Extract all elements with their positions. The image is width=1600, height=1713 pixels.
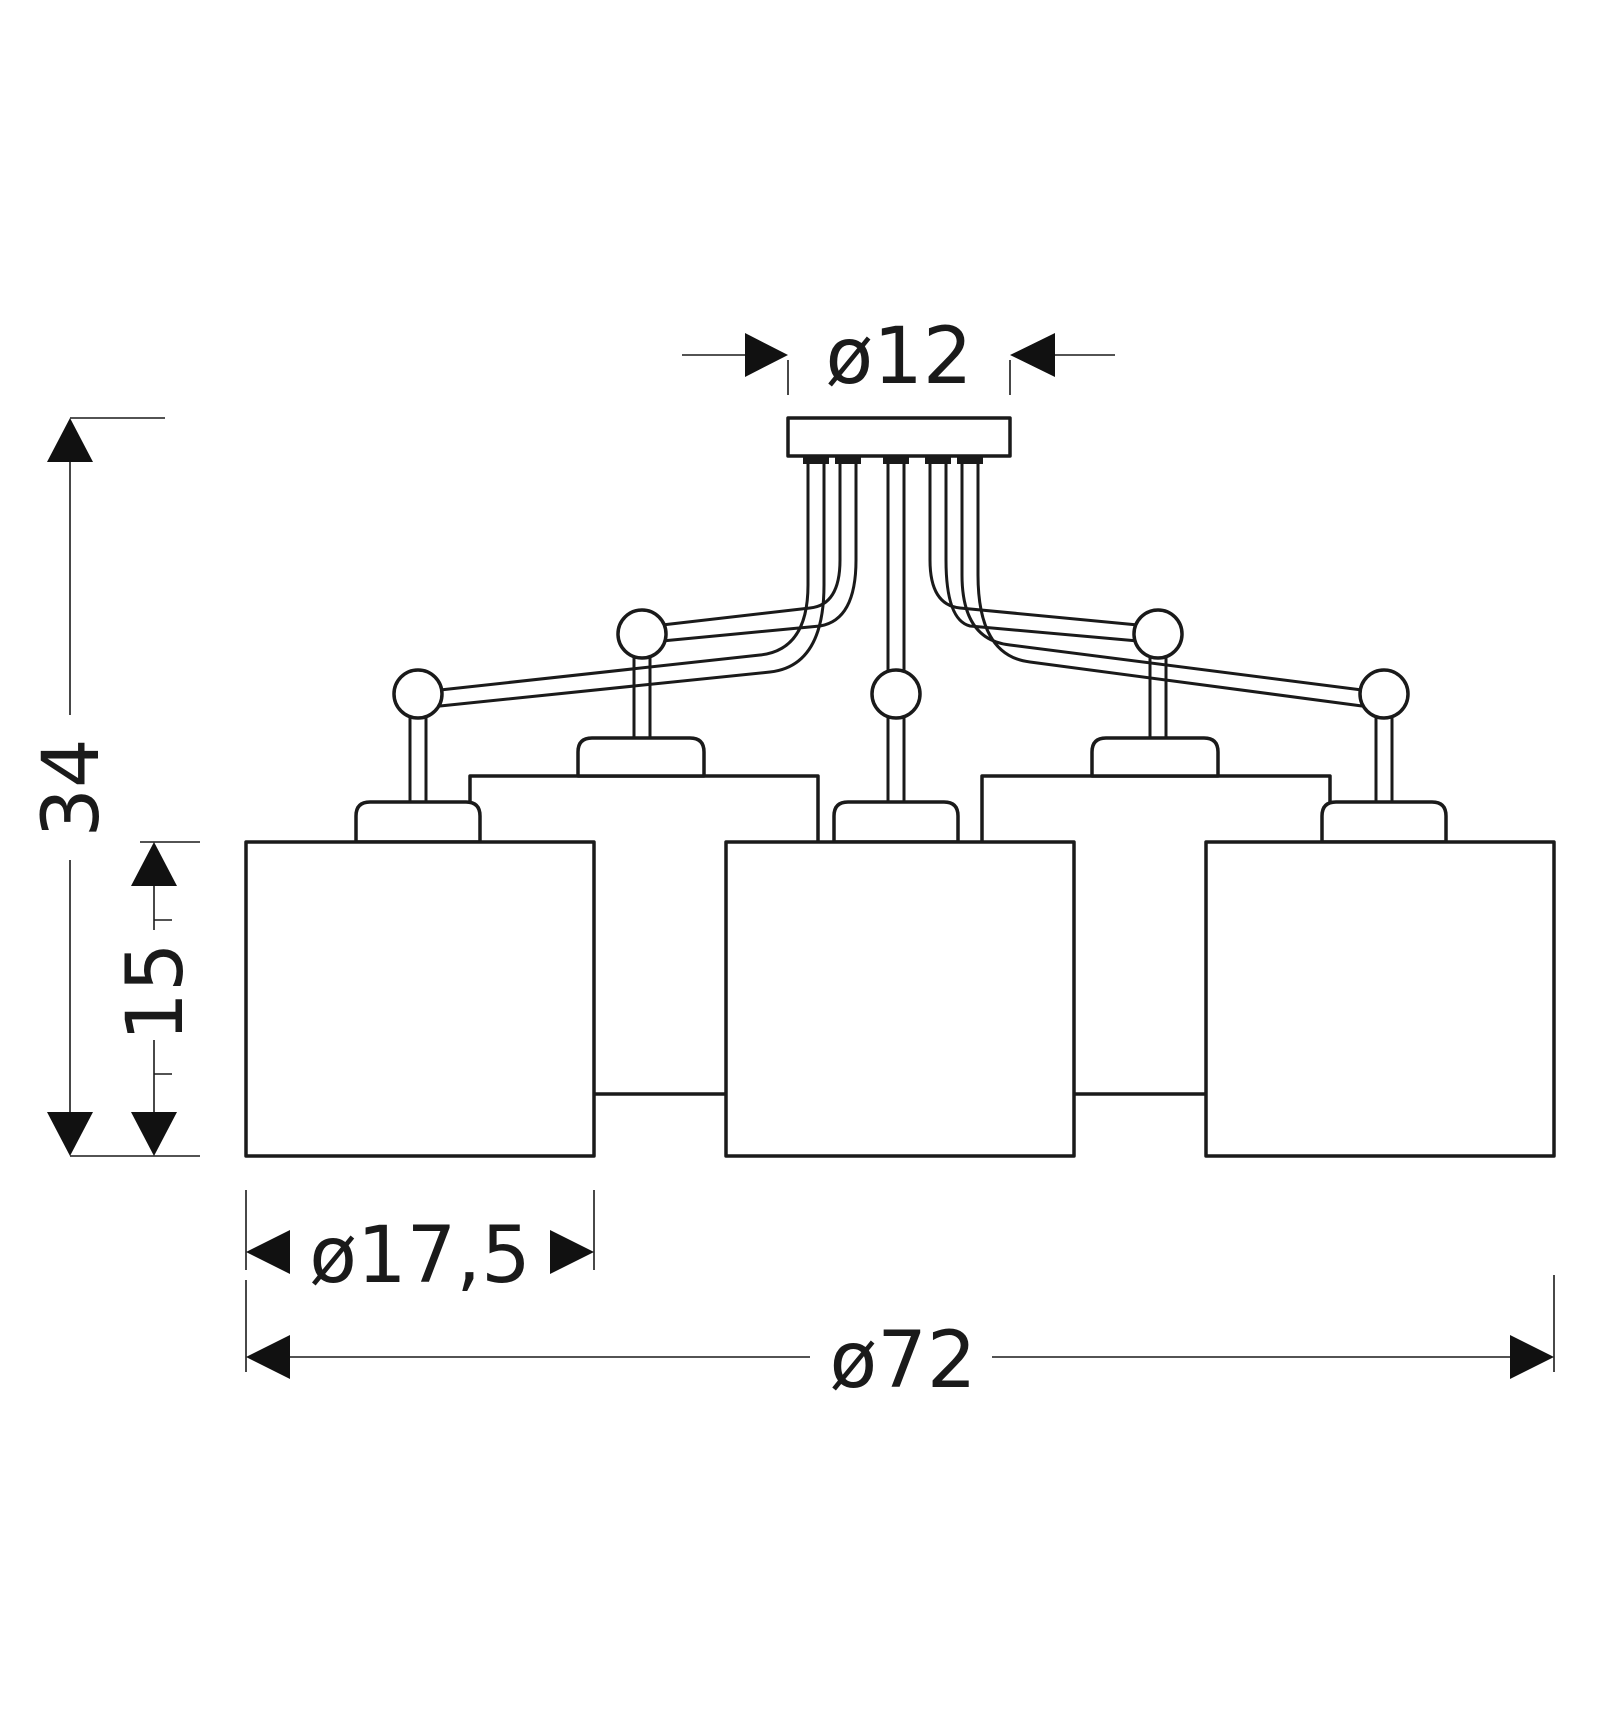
lamp-fixture xyxy=(244,416,1556,1158)
shade-front-right xyxy=(1204,840,1556,1158)
joint-back-right xyxy=(1132,608,1184,660)
joint-right xyxy=(1358,668,1410,720)
holder-cap-back-right xyxy=(1090,736,1220,778)
arrow-up xyxy=(131,842,177,886)
stems xyxy=(408,648,1394,802)
arrow-down xyxy=(47,1112,93,1156)
dimension-canopy-label: ø12 xyxy=(826,312,973,402)
arrow-down xyxy=(131,1112,177,1156)
holder-cap-back-left xyxy=(576,736,706,778)
dimension-shade-height-label: 15 xyxy=(111,942,201,1041)
arrow-up xyxy=(47,418,93,462)
shade-front-left xyxy=(244,840,596,1158)
holder-cap-center xyxy=(832,800,960,844)
arm-pipes xyxy=(438,460,1364,708)
dimension-total-diameter-label: ø72 xyxy=(830,1316,977,1406)
holder-cap-right xyxy=(1320,800,1448,844)
dimension-shade-height: 15 xyxy=(111,841,201,1156)
pipe-caps xyxy=(803,456,983,464)
arrow-left xyxy=(246,1230,290,1274)
dimension-total-height-label: 34 xyxy=(27,738,117,837)
shade-front-center xyxy=(724,840,1076,1158)
dimension-shade-diameter-label: ø17,5 xyxy=(309,1211,530,1301)
dimension-total-height: 34 xyxy=(27,417,200,1157)
ball-joints xyxy=(392,608,1410,720)
dimension-shade-diameter: ø17,5 xyxy=(245,1190,595,1301)
ceiling-canopy xyxy=(786,416,1012,458)
joint-left xyxy=(392,668,444,720)
dimension-total-diameter: ø72 xyxy=(245,1275,1555,1406)
joint-center xyxy=(870,668,922,720)
arrow-left xyxy=(1010,333,1055,377)
arrow-right xyxy=(550,1230,594,1274)
dimension-canopy: ø12 xyxy=(682,312,1115,402)
joint-back-left xyxy=(616,608,668,660)
arrow-right xyxy=(1510,1335,1554,1379)
arrow-left xyxy=(246,1335,290,1379)
holder-cap-left xyxy=(354,800,482,844)
arrow-right xyxy=(745,333,788,377)
